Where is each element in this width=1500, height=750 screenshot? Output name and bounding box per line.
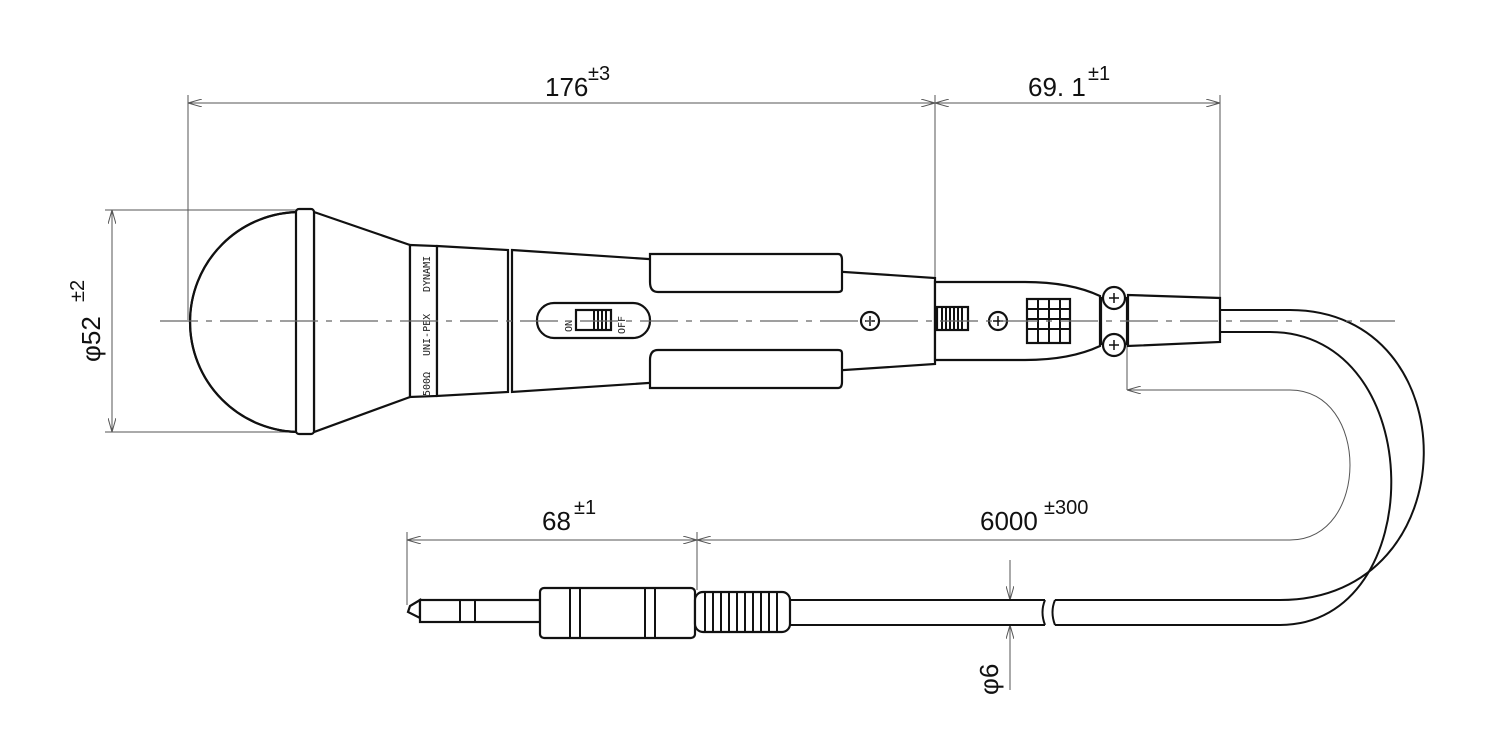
plug-length-value: 68 [542,506,571,536]
dimension-lines [112,103,1351,690]
plug-length-tolerance: ±1 [574,497,596,519]
overall-length-tolerance: ±3 [588,63,610,85]
connector-length-value: 69. 1 [1028,72,1086,102]
cable-length-value: 6000 [980,506,1038,536]
type-marking: DYNAMI [422,256,433,292]
connector-length-tolerance: ±1 [1088,63,1110,85]
extension-lines [105,95,1221,626]
switch-off-label: OFF [617,316,628,334]
screw-icon [1101,332,1127,358]
head-diameter-value: φ52 [76,316,106,362]
overall-length-value: 176 [545,72,588,102]
cable [790,309,1425,626]
phone-plug [406,586,792,640]
switch-on-label: ON [564,320,575,332]
cable-length-tolerance: ±300 [1044,497,1088,519]
impedance-marking: 500Ω [422,372,433,396]
head-diameter-tolerance: ±2 [67,280,89,302]
screw-icon [1101,285,1127,311]
microphone-head [188,207,412,436]
brand-marking: UNI-PEX [422,314,433,356]
cable-diameter-value: φ6 [974,664,1004,695]
